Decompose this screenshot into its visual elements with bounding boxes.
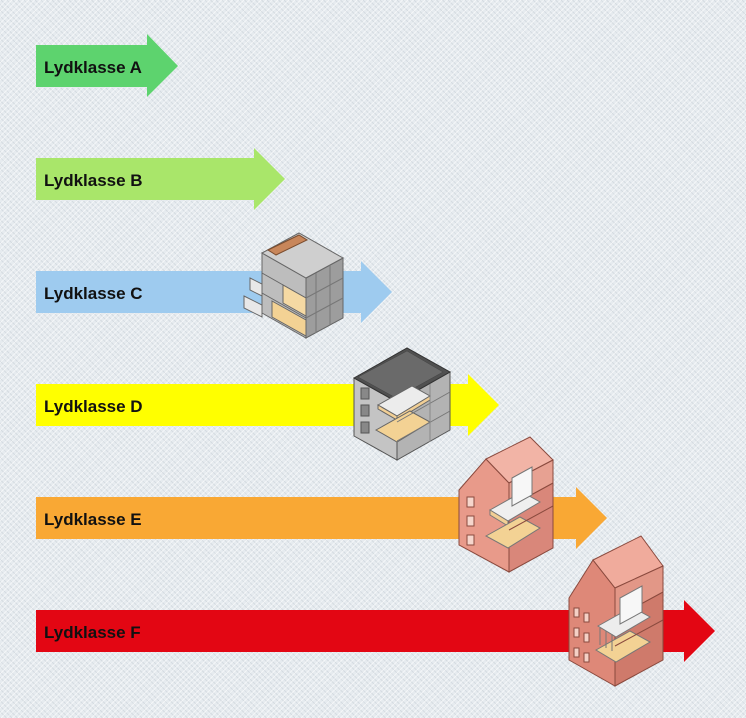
arrow-f-label: Lydklasse F [44, 623, 141, 642]
arrow-lydklasse-f: Lydklasse F [36, 600, 715, 662]
arrow-lydklasse-b: Lydklasse B [36, 148, 285, 210]
arrow-lydklasse-a: Lydklasse A [36, 34, 178, 97]
modern-apartment-building-icon [243, 232, 345, 339]
arrow-b-label: Lydklasse B [44, 171, 143, 190]
concrete-apartment-block-icon [352, 347, 452, 461]
arrow-a-shape [36, 34, 178, 97]
arrow-d-label: Lydklasse D [44, 397, 143, 416]
arrow-a-label: Lydklasse A [44, 58, 142, 77]
arrow-e-label: Lydklasse E [44, 510, 142, 529]
arrow-b-shape [36, 148, 285, 210]
old-brick-townhouse-icon [568, 535, 664, 687]
arrow-c-label: Lydklasse C [44, 284, 143, 303]
brick-house-gabled-icon [458, 436, 554, 573]
arrow-f-shape [36, 600, 715, 662]
